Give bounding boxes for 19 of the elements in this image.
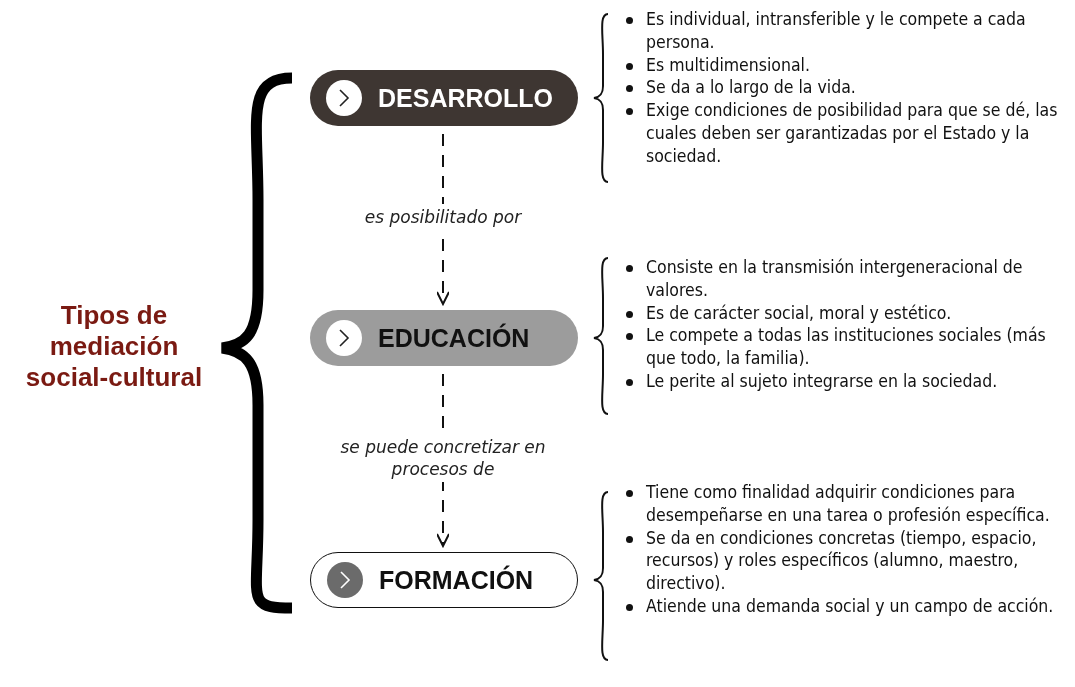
dashed-arrow (436, 133, 450, 305)
topic-pill (310, 310, 578, 366)
title-text: Tipos de mediación social-cultural (5, 300, 223, 394)
bullet-item: Es individual, intransferible y le compete a cada persona. (620, 8, 1075, 54)
bullet-item: Se da a lo largo de la vida. (620, 76, 1075, 99)
topic-pill (310, 70, 578, 126)
bullet-item: Se da en condiciones concretas (tiempo, espacio, recursos) y roles específicos (alumno, maestro, directivo). (620, 526, 1075, 595)
bullet-item: Es multidimensional. (620, 53, 1075, 77)
topic-label: DESARROLLO (378, 83, 553, 113)
bullet-item: Tiene como finalidad adquirir condiciones para desempeñarse en una tarea o profesión específica. (620, 481, 1075, 527)
bullet-item: Es de carácter social, moral y estético. (620, 301, 1075, 325)
bullet-item: Consiste en la transmisión intergeneracional de valores. (620, 256, 1075, 302)
bullet-item: Le perite al sujeto integrarse en la sociedad. (620, 369, 1075, 393)
bullet-item: Exige condiciones de posibilidad para que se dé, las cuales deben ser garantizadas por el Estado y la sociedad. (620, 99, 1075, 168)
bullet-item: Atiende una demanda social y un campo de acción. (620, 594, 1075, 618)
bullet-item: Le compete a todas las instituciones sociales (más que todo, la familia). (620, 324, 1075, 370)
topic-label: FORMACIÓN (379, 565, 534, 595)
topic-pill (310, 552, 578, 608)
topic-label: EDUCACIÓN (378, 323, 530, 353)
